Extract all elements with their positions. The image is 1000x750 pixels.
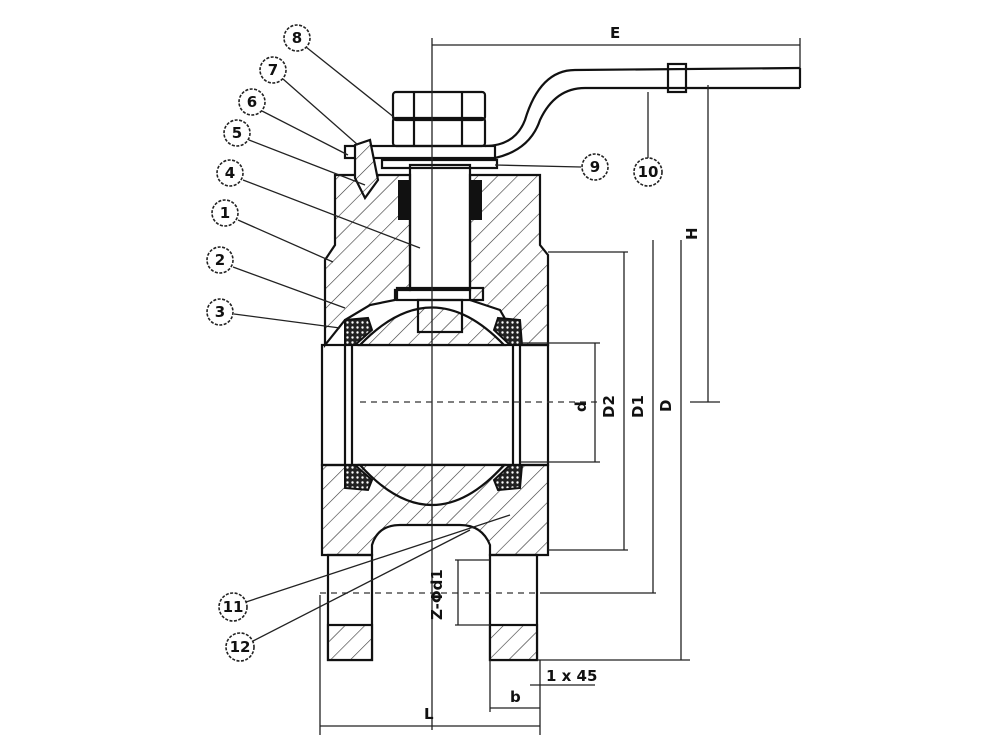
- svg-text:2: 2: [215, 251, 225, 269]
- callout-9: 9: [581, 153, 609, 181]
- callout-11: 11: [218, 592, 248, 622]
- seat-rings: [344, 316, 524, 492]
- svg-text:3: 3: [215, 303, 225, 321]
- callout-1: 1: [211, 199, 239, 227]
- svg-text:8: 8: [292, 29, 302, 47]
- dim-label-b: b: [510, 688, 521, 706]
- svg-text:1: 1: [220, 204, 230, 222]
- dim-label-E: E: [610, 24, 620, 42]
- callout-leaders: [232, 46, 649, 642]
- svg-text:4: 4: [225, 164, 235, 182]
- callout-10: 10: [633, 157, 663, 187]
- dim-label-D1: D1: [629, 395, 647, 418]
- callout-12: 12: [225, 632, 255, 662]
- dim-label-H: H: [683, 227, 701, 240]
- dim-label-d: d: [572, 401, 590, 412]
- stem: [395, 163, 485, 334]
- callout-8: 8: [283, 24, 311, 52]
- handle-assembly: [343, 62, 802, 201]
- dim-label-chamfer: 1 x 45: [546, 667, 597, 685]
- svg-text:11: 11: [223, 598, 244, 616]
- callout-7: 7: [259, 56, 287, 84]
- svg-text:9: 9: [590, 158, 600, 176]
- callout-4: 4: [216, 159, 244, 187]
- svg-text:6: 6: [247, 93, 257, 111]
- callout-5: 5: [223, 119, 251, 147]
- callout-3: 3: [206, 298, 234, 326]
- dimension-lines: [319, 38, 801, 735]
- callout-2: 2: [206, 246, 234, 274]
- valve-body: [320, 173, 550, 662]
- svg-text:12: 12: [230, 638, 251, 656]
- svg-text:7: 7: [268, 61, 278, 79]
- svg-text:10: 10: [638, 163, 659, 181]
- svg-text:5: 5: [232, 124, 242, 142]
- dim-label-L: L: [424, 705, 434, 723]
- dim-label-bolt-holes: Z-Φd1: [428, 569, 446, 620]
- dim-label-D: D: [657, 400, 675, 412]
- dim-label-D2: D2: [600, 395, 618, 418]
- callout-6: 6: [238, 88, 266, 116]
